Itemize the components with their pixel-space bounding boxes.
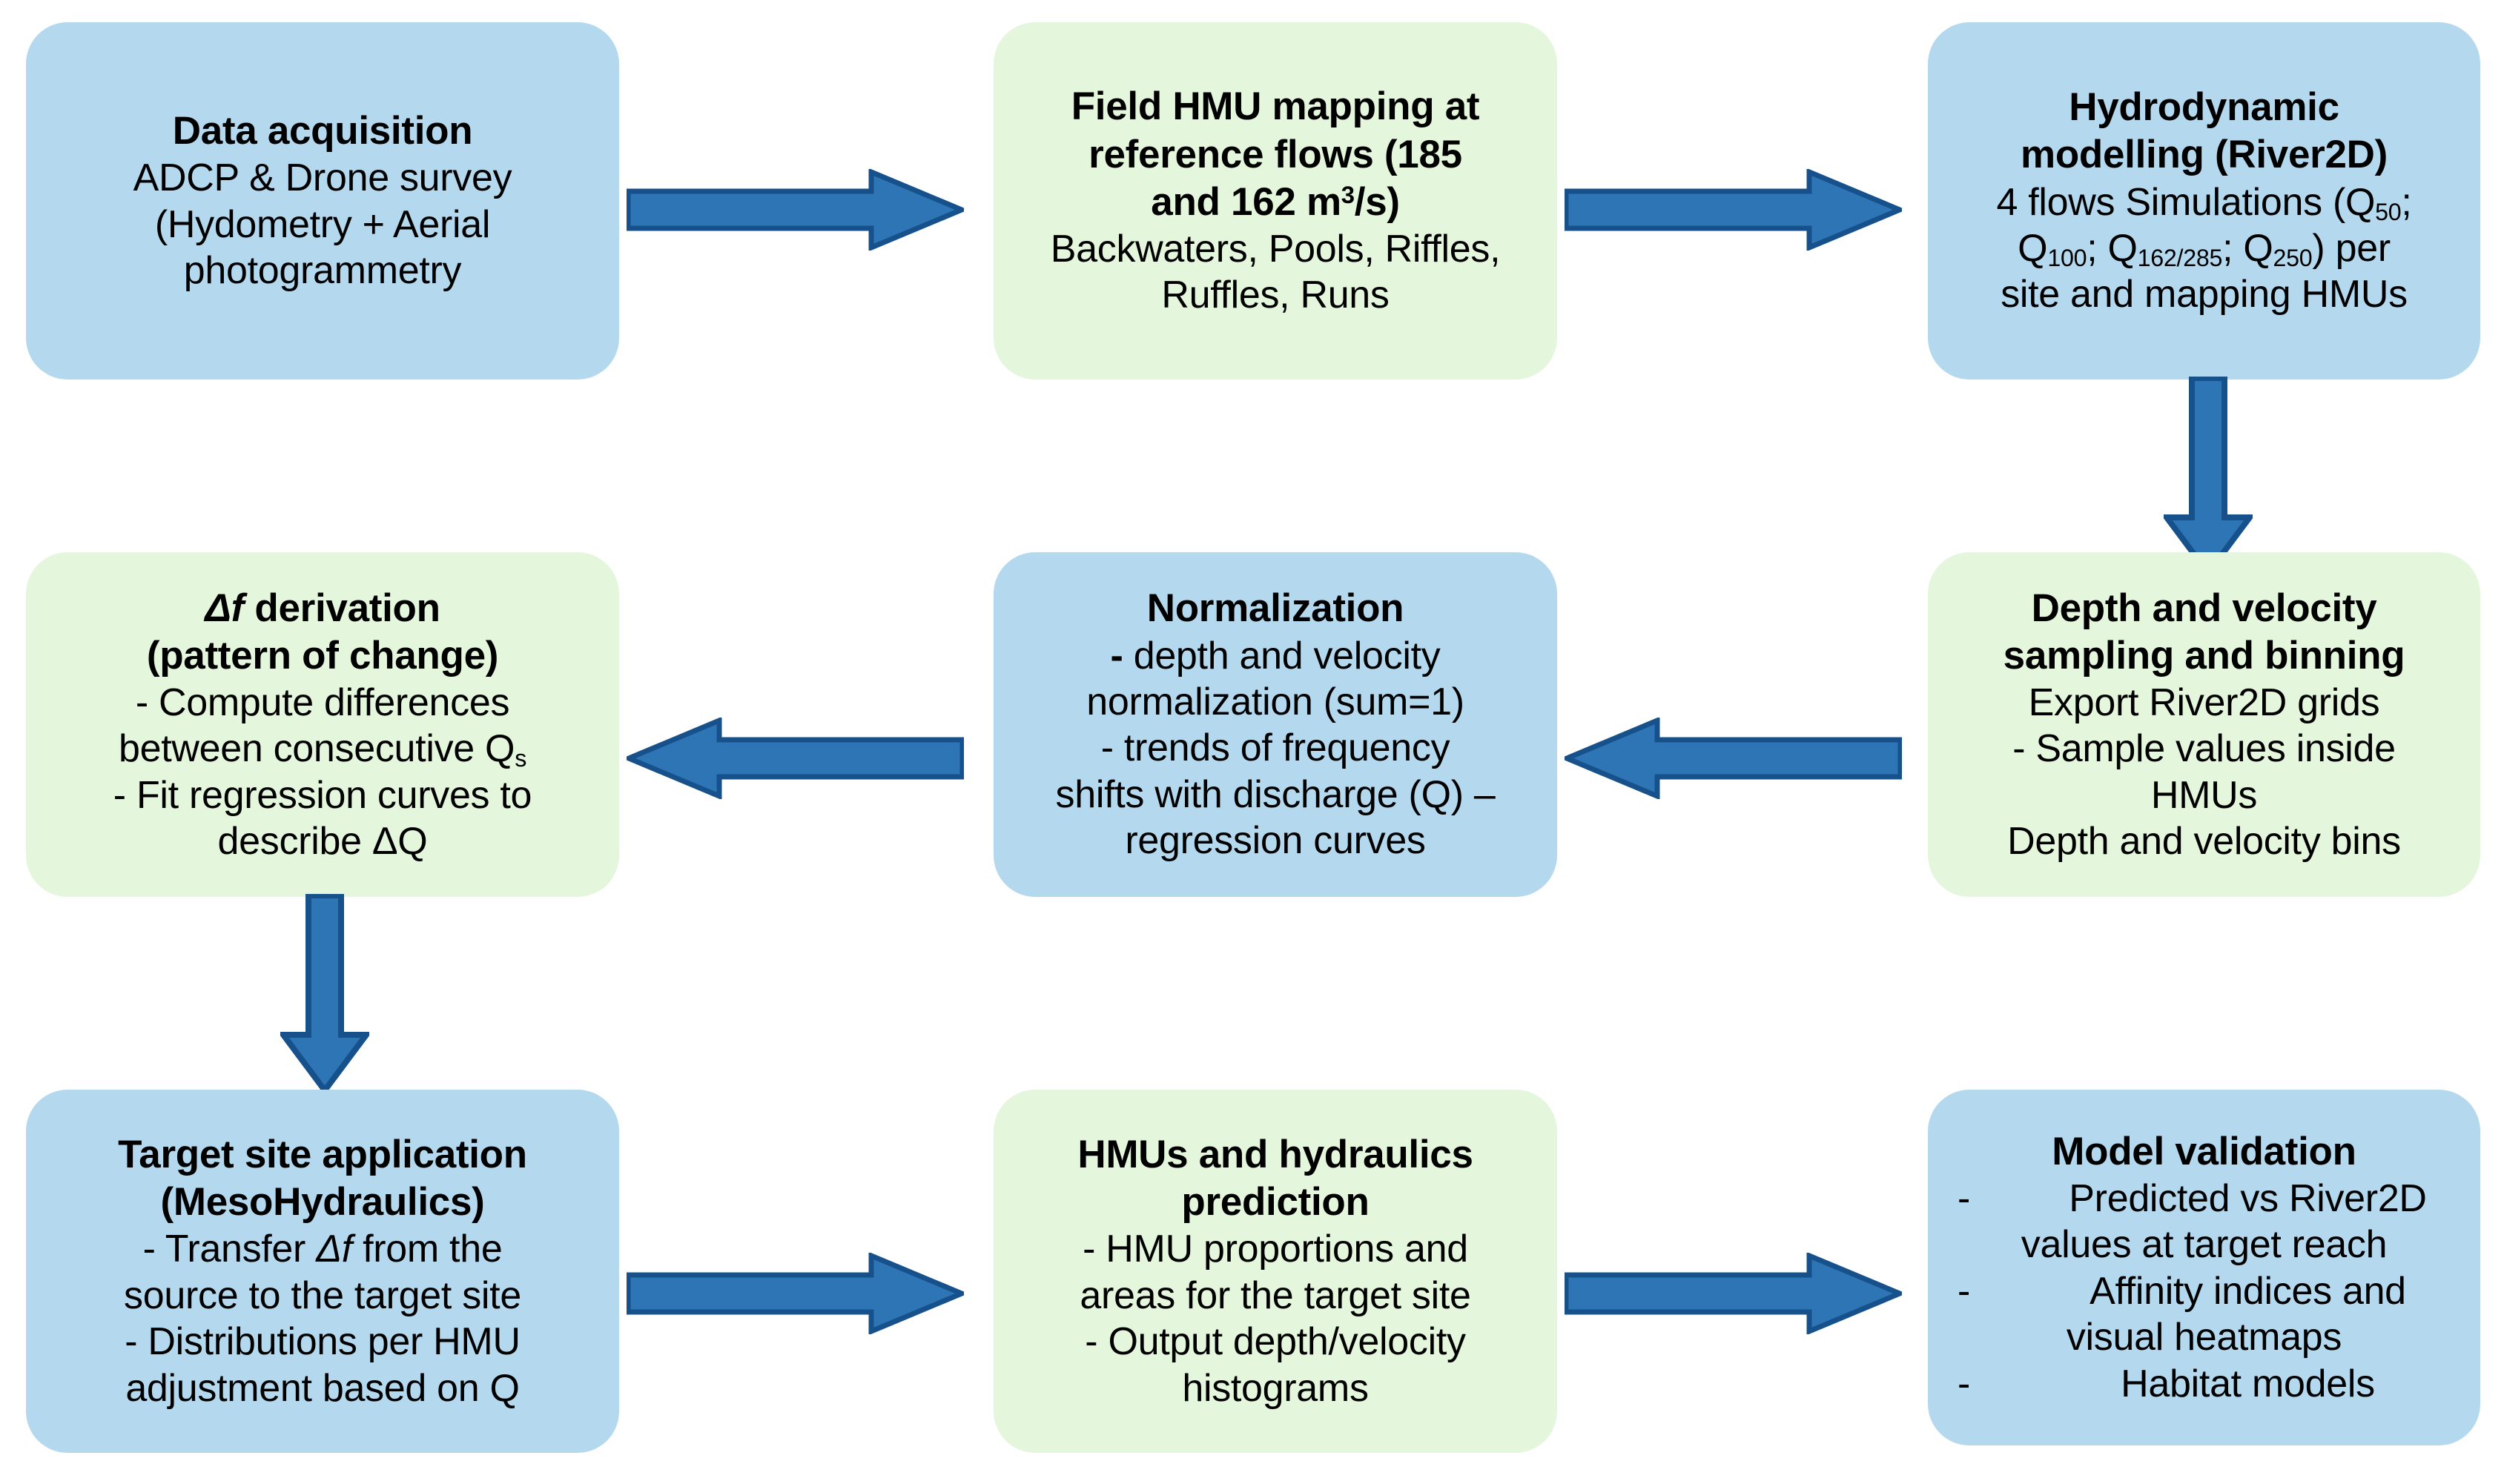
node-line: Depth and velocity bins [2007, 820, 2401, 864]
node-data-acquisition: Data acquisition ADCP & Drone survey (Hy… [26, 22, 619, 380]
node-line: - depth and velocity [1110, 634, 1441, 678]
node-hmus-hydraulics-prediction: HMUs and hydraulics prediction - HMU pro… [994, 1090, 1557, 1453]
node-line: shifts with discharge (Q) – [1055, 772, 1496, 816]
bullet-text: visual heatmaps [2066, 1316, 2342, 1359]
arrow-field-mapping-to-hydrodynamic [1565, 169, 1902, 251]
node-title: Data acquisition [172, 109, 473, 153]
node-line: between consecutive Qs [118, 727, 527, 772]
bullet-text: Affinity indices and [2090, 1269, 2406, 1313]
node-field-hmu-mapping: Field HMU mapping at reference flows (18… [994, 22, 1557, 380]
node-title: Normalization [1146, 586, 1404, 631]
bullet-text: values at target reach [2021, 1223, 2388, 1267]
node-line: photogrammetry [183, 249, 462, 293]
node-line: Ruffles, Runs [1161, 274, 1390, 317]
node-line: source to the target site [124, 1273, 521, 1317]
arrow-hydrodynamic-to-depth-sampling [2164, 377, 2253, 575]
arrow-hmus-prediction-to-model-validation [1565, 1253, 1902, 1334]
node-line: adjustment based on Q [125, 1366, 520, 1410]
bullet-row: - Predicted vs River2D [1947, 1176, 2461, 1222]
node-line: - Compute differences [135, 680, 510, 724]
node-depth-velocity-sampling: Depth and velocity sampling and binning … [1928, 552, 2480, 897]
node-line: - trends of frequency [1100, 726, 1450, 770]
node-title: prediction [1181, 1180, 1370, 1225]
arrow-normalization-to-delta-f [627, 718, 964, 799]
arrow-acquisition-to-field-mapping [627, 169, 964, 251]
node-line: site and mapping HMUs [2001, 273, 2408, 317]
bullet-dash: - [1958, 1177, 1971, 1221]
node-model-validation: Model validation - Predicted vs River2D … [1928, 1090, 2480, 1445]
node-line: - Sample values inside [2012, 727, 2396, 771]
bullet-row: - Habitat models [1947, 1361, 2461, 1407]
node-normalization: Normalization - depth and velocity norma… [994, 552, 1557, 897]
bullet-row: - Affinity indices and [1947, 1268, 2461, 1314]
node-title: reference flows (185 [1089, 132, 1462, 176]
arrow-depth-sampling-to-normalization [1565, 718, 1902, 799]
node-line: regression curves [1125, 819, 1426, 863]
node-line: 4 flows Simulations (Q50; [1996, 180, 2412, 225]
arrow-delta-f-to-target-site [280, 894, 369, 1093]
node-line: histograms [1182, 1366, 1369, 1410]
node-line: (Hydometry + Aerial [154, 202, 491, 246]
node-line: Export River2D grids [2028, 680, 2380, 724]
node-line: Q100; Q162/285; Q250) per [2018, 226, 2391, 271]
node-line: HMUs [2150, 773, 2258, 817]
node-line: - Output depth/velocity [1085, 1320, 1466, 1364]
node-line: - Fit regression curves to [113, 773, 532, 817]
bullet-text: Predicted vs River2D [2069, 1177, 2427, 1221]
node-title: (MesoHydraulics) [160, 1180, 485, 1225]
node-title: Model validation [2052, 1129, 2356, 1173]
node-title: Field HMU mapping at [1071, 85, 1480, 129]
node-target-site-application: Target site application (MesoHydraulics)… [26, 1090, 619, 1453]
node-line: normalization (sum=1) [1086, 680, 1464, 723]
node-line: - Transfer Δf from the [142, 1228, 503, 1271]
node-delta-f-derivation: Δf derivation (pattern of change) - Comp… [26, 552, 619, 897]
node-title: HMUs and hydraulics [1077, 1133, 1473, 1177]
node-line: - HMU proportions and [1083, 1228, 1468, 1271]
node-title: (pattern of change) [146, 633, 499, 678]
node-title: and 162 m3/s) [1151, 179, 1400, 224]
node-title: modelling (River2D) [2021, 133, 2388, 177]
node-line: areas for the target site [1080, 1273, 1471, 1317]
bullet-dash: - [1958, 1269, 1971, 1313]
node-line: - Distributions per HMU [125, 1320, 521, 1364]
node-title: Target site application [118, 1133, 527, 1177]
node-line: Backwaters, Pools, Riffles, [1050, 227, 1501, 271]
bullet-text: Habitat models [2121, 1362, 2375, 1405]
node-title: Depth and velocity [2031, 586, 2377, 630]
node-line: describe ΔQ [217, 820, 428, 864]
node-title: Δf derivation [205, 586, 440, 630]
node-hydrodynamic-modelling: Hydrodynamic modelling (River2D) 4 flows… [1928, 22, 2480, 380]
node-title: Hydrodynamic [2069, 85, 2339, 130]
node-title: sampling and binning [2003, 633, 2405, 678]
arrow-target-site-to-hmus-prediction [627, 1253, 964, 1334]
node-line: ADCP & Drone survey [133, 156, 512, 200]
bullet-dash: - [1958, 1362, 1971, 1405]
